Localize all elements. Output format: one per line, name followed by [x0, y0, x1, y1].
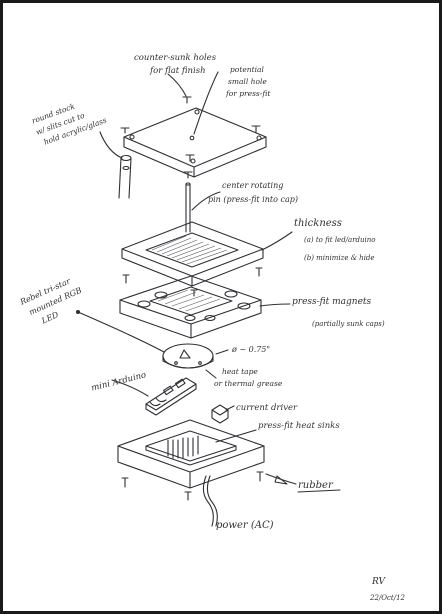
power-label: power (AC) — [216, 520, 274, 531]
potential-hole-label-3: for press-fit — [225, 89, 271, 98]
current-driver — [211, 404, 229, 424]
svg-text:counter-sunk holes for fla: counter-sunk holes for flat finish — [134, 53, 219, 76]
countersunk-label-2: for flat finish — [149, 66, 206, 76]
center-pin-label-1: center rotating — [222, 181, 283, 190]
thickness-label-2: (a) to fit led/arduino — [304, 236, 376, 244]
magnets-label-2: (partially sunk caps) — [312, 320, 385, 328]
top-cap — [123, 107, 267, 178]
thickness-label-1: thickness — [294, 218, 342, 229]
led-disc — [162, 343, 214, 369]
thickness-label-3: (b) minimize & hide — [304, 254, 375, 262]
heatsinks-label: press-fit heat sinks — [258, 421, 340, 431]
signature-date: 22/Oct/12 — [369, 594, 406, 602]
base — [117, 419, 265, 489]
center-pin-label-2: pin (press-fit into cap) — [208, 195, 298, 204]
diameter-label: ø ~ 0.75" — [231, 345, 270, 354]
svg-text:RV 22/Oct/12: RV 22/Oct/12 — [369, 577, 406, 602]
svg-text:center rotating pin (press: center rotating pin (press-fit into cap) — [208, 181, 298, 204]
leader-lines — [76, 71, 297, 485]
heat-tape-label-2: or thermal grease — [214, 379, 283, 388]
magnet-layer — [119, 275, 262, 339]
frame-screws — [122, 267, 263, 297]
magnets-label-1: press-fit magnets — [292, 297, 372, 307]
driver-label: current driver — [236, 403, 298, 413]
svg-text:press-fit magnets (partial: press-fit magnets (partially sunk caps) — [292, 297, 385, 328]
svg-text:potential small hole f: potential small hole for press-fit — [225, 65, 271, 98]
signature-initials: RV — [371, 577, 386, 587]
rebel-label-3: LED — [39, 310, 60, 326]
power-cable — [202, 475, 218, 527]
svg-text:thickness (a) to fit led/a: thickness (a) to fit led/arduino (b) min… — [294, 218, 378, 262]
base-screws — [121, 471, 264, 501]
potential-hole-label-2: small hole — [228, 77, 267, 86]
mini-arduino — [145, 377, 197, 416]
countersunk-label-1: counter-sunk holes — [134, 53, 217, 63]
svg-text:round stock w/ slits cut t: round stock w/ slits cut to hold acrylic… — [30, 93, 108, 148]
heat-tape-label-1: heat tape — [222, 367, 258, 376]
svg-text:heat tape or thermal greas: heat tape or thermal grease — [214, 367, 283, 388]
round-stock-rods — [118, 154, 132, 199]
potential-hole-label-1: potential — [230, 65, 264, 74]
countersunk-screws — [120, 96, 261, 179]
rubber-label: rubber — [298, 480, 334, 491]
svg-text:Rebel tri-star mounted RGB: Rebel tri-star mounted RGB LED — [18, 273, 91, 331]
